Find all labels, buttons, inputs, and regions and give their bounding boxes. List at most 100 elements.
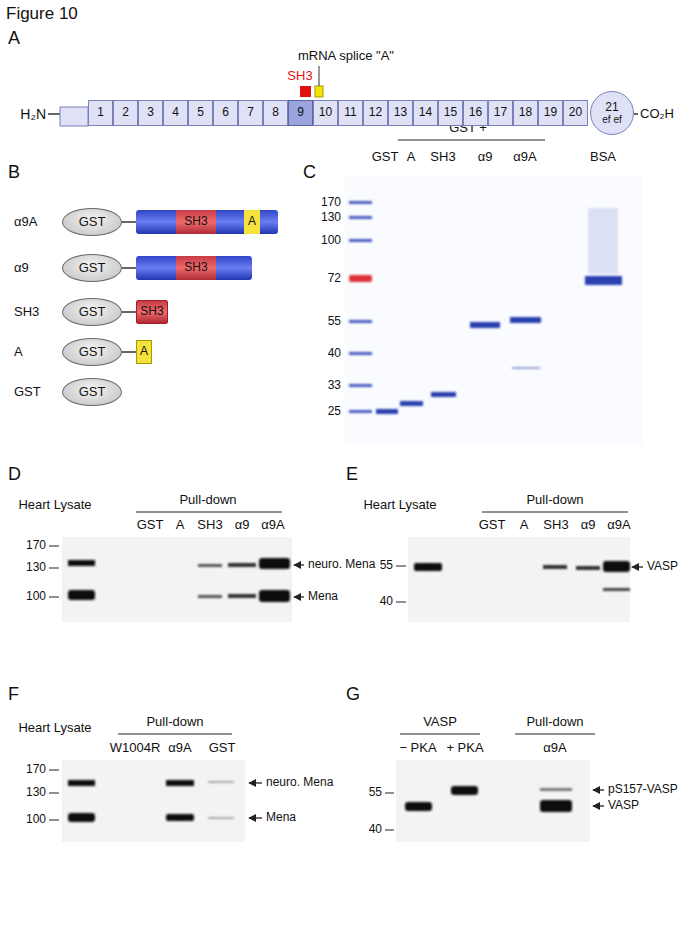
node-text: 11 [344, 106, 356, 119]
blot-band [166, 780, 194, 786]
domain-box: 20 [563, 100, 588, 126]
domain-box: 13 [388, 100, 413, 126]
node-text: 17 [494, 106, 507, 119]
sh3-box: SH3 [136, 300, 168, 324]
node-text: 2 [122, 106, 129, 119]
group-bracket [515, 734, 595, 735]
blot-band [208, 781, 234, 783]
domain-box: 8 [263, 100, 288, 126]
blot-band [405, 802, 432, 811]
size-marker: 130 [321, 211, 341, 225]
gel-band [431, 392, 456, 397]
band-arrow [249, 817, 262, 818]
figure-label: VASP [608, 799, 639, 813]
ladder-band [349, 410, 372, 413]
marker-tick [49, 820, 59, 821]
marker-tick [49, 597, 59, 598]
figure-label: W1004R [110, 741, 161, 756]
node-text: 14 [419, 106, 432, 119]
blot-band [543, 565, 567, 569]
node-text: SH3 [184, 215, 207, 228]
blot-band [68, 560, 95, 566]
band-arrow [593, 805, 604, 806]
band-arrow [294, 596, 304, 597]
node-text: GST [79, 305, 106, 319]
blot-band [198, 564, 222, 567]
domain-box: 1 [88, 100, 113, 126]
linker-line [122, 311, 136, 313]
figure-label: α9A [261, 518, 284, 533]
size-marker: 130 [26, 786, 46, 800]
node-text: A [140, 345, 148, 358]
figure-label: Heart Lysate [18, 721, 91, 736]
gel-band [400, 401, 423, 406]
size-marker: 100 [26, 590, 46, 604]
blot-band [576, 566, 600, 570]
figure-label: A [520, 518, 529, 533]
blot-band [540, 800, 572, 812]
figure-label: α9 [478, 150, 493, 165]
ladder-band [349, 239, 372, 242]
figure-label: GST [137, 518, 164, 533]
size-marker: 100 [26, 813, 46, 827]
size-marker: 40 [369, 823, 382, 837]
figure-label: VASP [647, 560, 678, 574]
domain-box: 4 [163, 100, 188, 126]
figure-label: A [407, 150, 416, 165]
node-text: 19 [544, 106, 557, 119]
node-text: SH3 [140, 305, 163, 318]
panel-letter: G [346, 684, 360, 705]
node-text: 5 [197, 106, 204, 119]
gel-band [470, 322, 500, 328]
node-text: GST [79, 261, 106, 275]
node-text: 16 [469, 106, 482, 119]
figure-label: SH3 [197, 518, 222, 533]
blot-band [228, 563, 256, 567]
construct-bar [136, 210, 278, 234]
node-text: A [248, 215, 256, 228]
ladder-band [349, 320, 372, 323]
gst-tag: GST [62, 338, 122, 366]
size-marker: H₂N [20, 106, 46, 122]
domain-box: 2 [113, 100, 138, 126]
gst-tag: GST [62, 254, 122, 282]
node-text: SH3 [184, 261, 207, 274]
figure-label: GST [209, 741, 236, 756]
ladder-band [349, 275, 372, 282]
splice-region: A [244, 210, 260, 234]
gel-band [585, 276, 622, 285]
blot-band [540, 788, 572, 791]
figure-label: BSA [590, 150, 616, 165]
n-terminal-region [60, 107, 88, 126]
size-marker: 170 [321, 196, 341, 210]
figure-label: α9A [607, 518, 630, 533]
figure-label: VASP [423, 715, 457, 730]
blot-band [198, 595, 222, 598]
marker-tick [49, 568, 59, 569]
figure-label: α9 [14, 261, 29, 276]
figure-label: Heart Lysate [363, 498, 436, 513]
figure-label: + PKA [446, 741, 483, 756]
domain-box: 17 [488, 100, 513, 126]
sh3-region: SH3 [176, 256, 216, 280]
figure-label: Mena [266, 811, 296, 825]
size-marker: 100 [321, 234, 341, 248]
blot-band [228, 594, 256, 598]
size-marker: 25 [328, 405, 341, 419]
marker-tick [49, 546, 59, 547]
group-bracket [118, 734, 232, 735]
ladder-band [349, 384, 372, 387]
band-arrow [632, 566, 643, 567]
gel-band [376, 409, 398, 414]
size-marker: 55 [380, 559, 393, 573]
node-text: 7 [247, 106, 254, 119]
figure-label: α9A [513, 150, 536, 165]
splice-marker [315, 86, 323, 97]
figure-label: α9 [235, 518, 250, 533]
blot-band [451, 786, 478, 795]
group-bracket [136, 512, 282, 513]
blot-background [408, 537, 630, 622]
figure-label: − PKA [399, 741, 436, 756]
